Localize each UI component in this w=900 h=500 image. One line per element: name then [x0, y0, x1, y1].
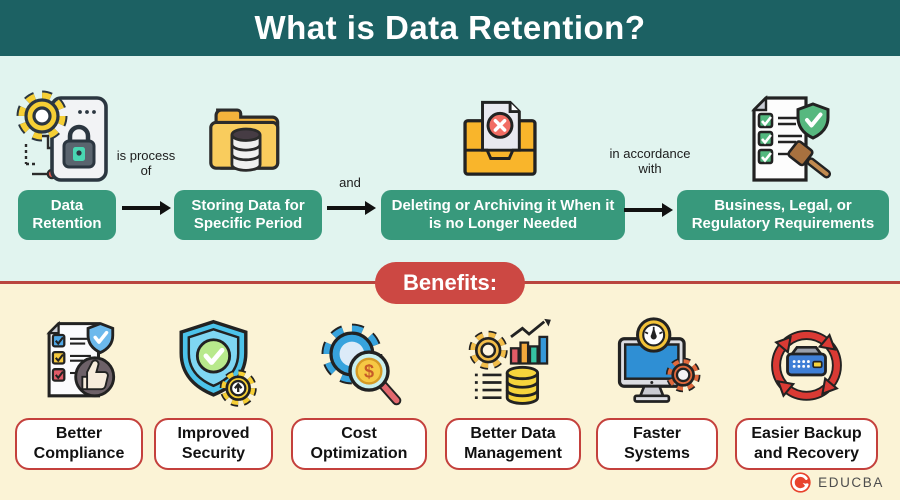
- benefit-label: Faster Systems: [596, 418, 718, 470]
- benefit-label: Easier Backup and Recovery: [735, 418, 878, 470]
- flow-step-box: Storing Data for Specific Period: [174, 190, 322, 240]
- benefits-banner: Benefits:: [374, 262, 526, 304]
- document-delete-tray-icon: [454, 95, 546, 187]
- arrow-right-icon: [624, 203, 673, 217]
- server-sync-arrows-icon: [759, 316, 854, 411]
- header-banner: What is Data Retention?: [0, 0, 900, 56]
- connector-label: in accordance with: [609, 146, 691, 176]
- page-title: What is Data Retention?: [254, 9, 646, 46]
- gear-lock-document-icon: [16, 88, 116, 188]
- shield-check-gear-icon: [166, 316, 261, 411]
- connector-label: and: [339, 175, 361, 190]
- brand-name: EDUCBA: [818, 475, 884, 490]
- definition-flow-section: Data Retention Storing Data for Specific…: [0, 56, 900, 282]
- educba-mark-icon: [789, 471, 812, 494]
- benefit-label: Improved Security: [154, 418, 273, 470]
- benefit-label: Better Data Management: [445, 418, 581, 470]
- dollar-sign-glyph: $: [364, 361, 374, 381]
- flow-step-box: Data Retention: [18, 190, 116, 240]
- flow-step-box: Deleting or Archiving it When it is no L…: [381, 190, 625, 240]
- flow-step-box: Business, Legal, or Regulatory Requireme…: [677, 190, 889, 240]
- arrow-right-icon: [122, 201, 171, 215]
- benefit-label: Cost Optimization: [291, 418, 427, 470]
- gear-chart-database-icon: [461, 316, 561, 411]
- benefits-section: $: [0, 284, 900, 500]
- checklist-thumbs-up-icon: [32, 316, 127, 411]
- benefit-label: Better Compliance: [15, 418, 143, 470]
- gear-magnifier-dollar-icon: $: [312, 316, 407, 411]
- educba-logo: EDUCBA: [789, 471, 884, 494]
- arrow-right-icon: [327, 201, 376, 215]
- connector-label: is process of: [116, 148, 176, 178]
- monitor-speedometer-gear-icon: [610, 316, 705, 411]
- folder-database-icon: [202, 96, 290, 184]
- checklist-shield-gavel-icon: [736, 92, 836, 192]
